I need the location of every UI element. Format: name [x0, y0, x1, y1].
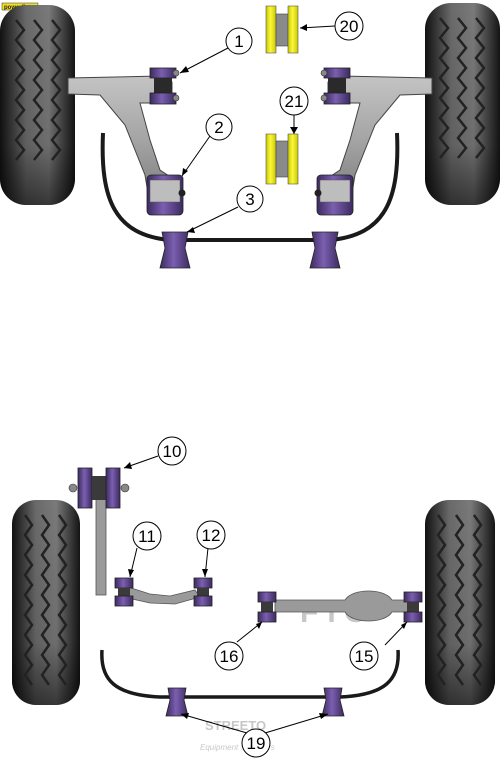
front-right-tyre — [425, 3, 500, 205]
bush-3-right-arb — [309, 231, 341, 269]
callout-19: 19 — [241, 728, 271, 758]
rear-left-tyre — [12, 500, 80, 705]
callout-3: 3 — [236, 185, 264, 213]
rear-lateral-link — [127, 586, 201, 605]
rear-trailing-link — [95, 494, 107, 596]
callout-19-label: 19 — [247, 734, 266, 753]
watermark-brand: STREETO — [205, 718, 266, 733]
bush-19-right-arb — [321, 687, 345, 717]
callout-10-label: 10 — [163, 442, 182, 461]
watermark: FTO STREETO Equipment ... Drivers — [200, 596, 367, 752]
callout-1: 1 — [225, 27, 253, 55]
callout-20-label: 20 — [340, 17, 359, 36]
callout-15-label: 15 — [355, 647, 374, 666]
callout-3-label: 3 — [245, 190, 254, 209]
bush-3-left-arb — [159, 231, 191, 269]
callout-10: 10 — [157, 436, 187, 466]
rear-anti-roll-bar — [100, 649, 400, 699]
bush-21-yellow — [265, 133, 299, 185]
front-anti-roll-bar — [100, 132, 400, 242]
callout-21: 21 — [279, 86, 309, 116]
callout-15: 15 — [349, 641, 379, 671]
bush-15-rear — [403, 591, 423, 623]
callout-11: 11 — [132, 521, 162, 551]
callout-1-label: 1 — [234, 32, 243, 51]
rear-right-tyre — [425, 500, 495, 705]
bush-16-rear — [257, 591, 277, 623]
callout-16: 16 — [214, 641, 244, 671]
callout-12: 12 — [196, 520, 226, 550]
bush-19-left-arb — [165, 687, 189, 717]
front-left-tyre — [0, 5, 75, 205]
bush-2-right-rear — [314, 174, 354, 216]
callout-12-label: 12 — [202, 526, 221, 545]
callout-arrowheads — [124, 24, 407, 719]
bush-11-rear — [114, 577, 134, 607]
callout-leaders — [123, 25, 408, 734]
bush-2-left-rear — [146, 174, 186, 216]
watermark-tagline: Equipment ... Drivers — [200, 743, 275, 752]
callout-20: 20 — [334, 11, 364, 41]
bush-12-rear — [193, 577, 213, 607]
callout-16-label: 16 — [220, 647, 239, 666]
bush-10-rear — [68, 467, 130, 509]
callout-11-label: 11 — [138, 527, 156, 546]
bush-1-left-front — [149, 67, 180, 105]
bush-20-yellow — [265, 5, 299, 54]
bush-1-right-front — [320, 67, 351, 105]
callout-21-label: 21 — [285, 92, 304, 111]
callout-2-label: 2 — [214, 118, 223, 137]
callout-2: 2 — [205, 113, 233, 141]
